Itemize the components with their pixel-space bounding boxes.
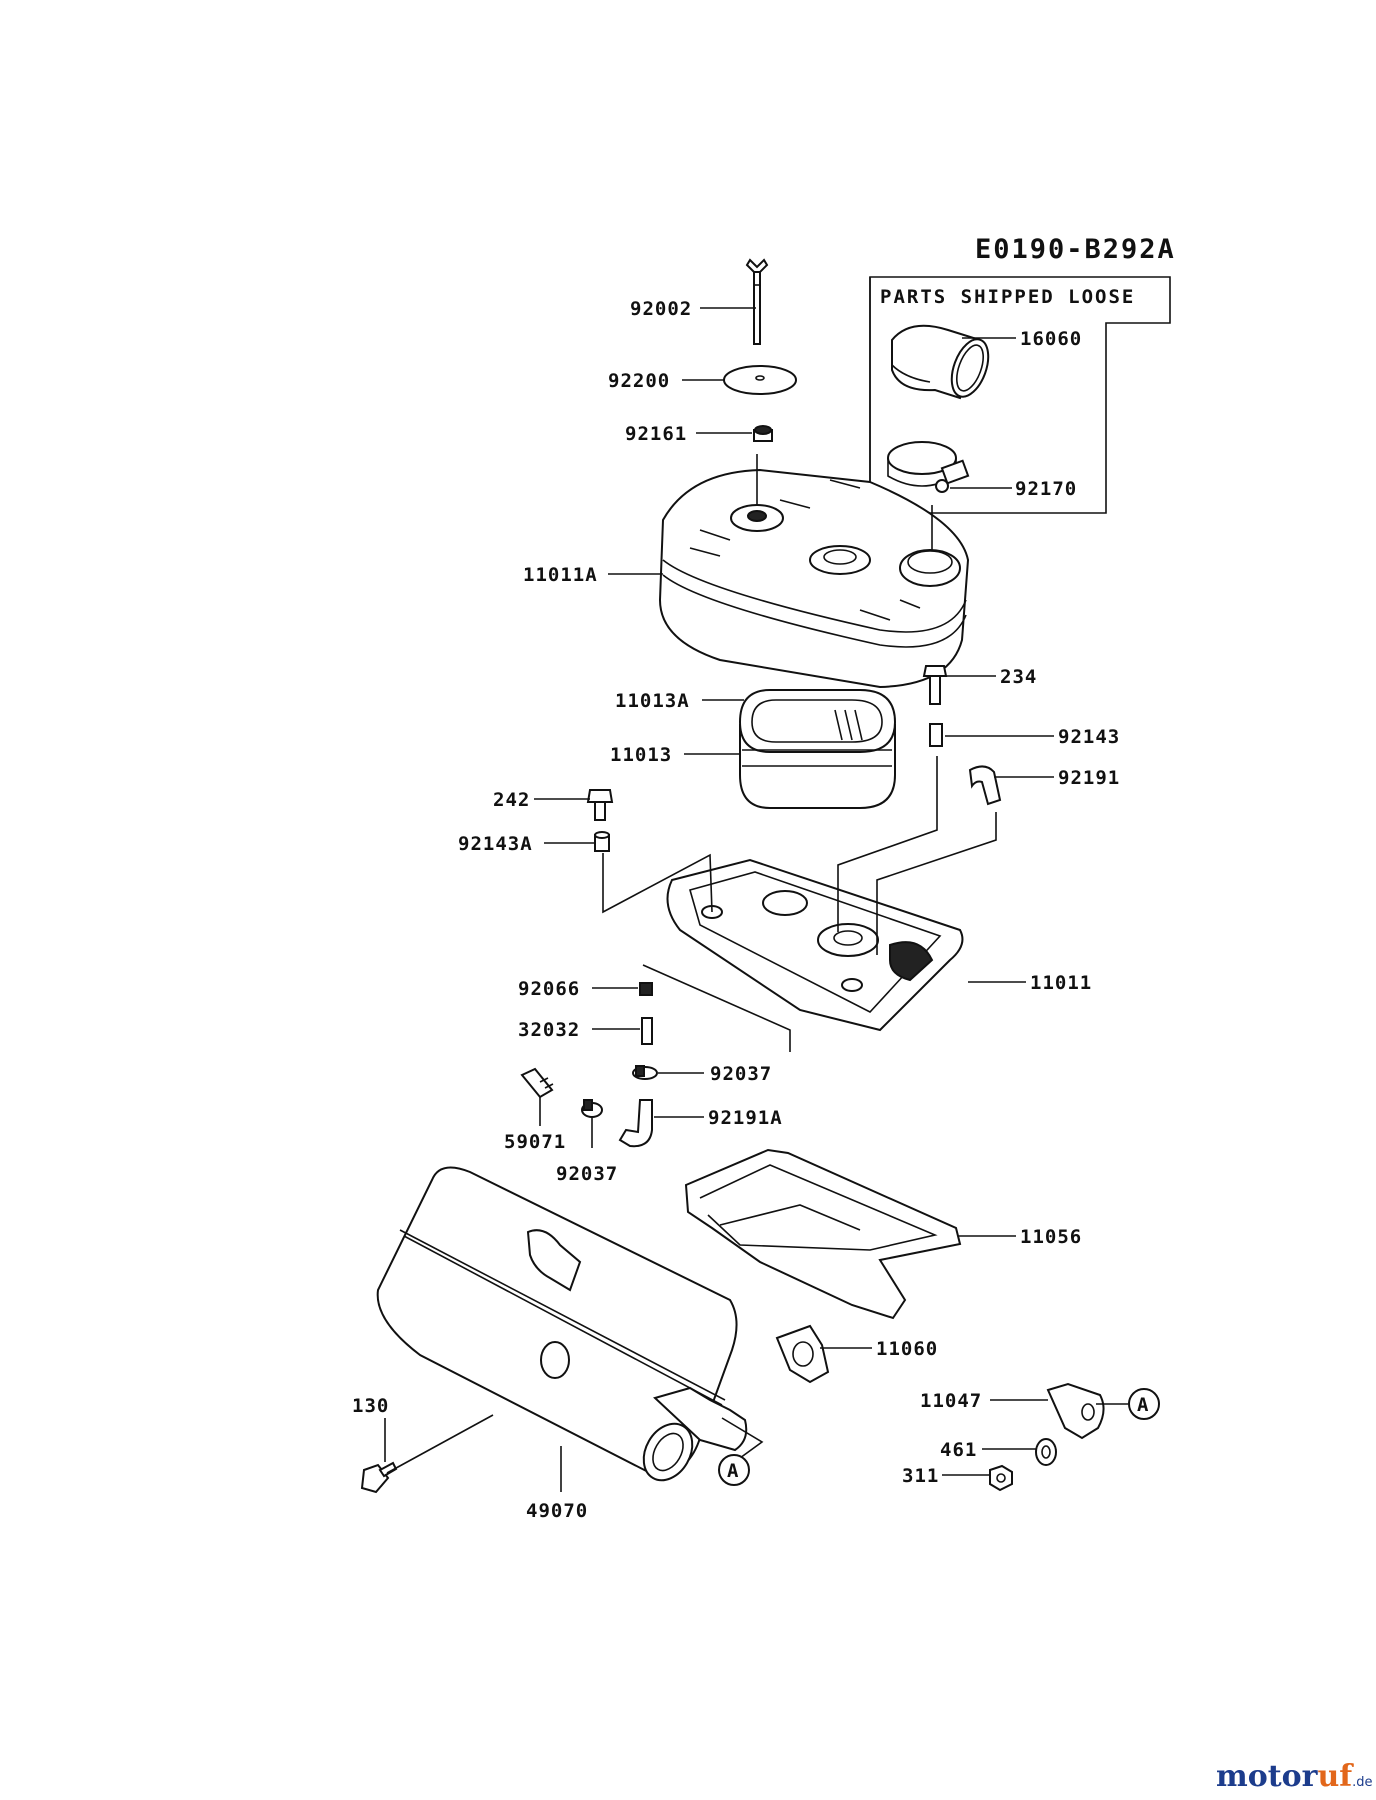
callout-92037-lower: 92037 xyxy=(556,1163,618,1185)
hose-clamp-part xyxy=(887,441,970,493)
callout-92143: 92143 xyxy=(1058,726,1120,748)
reference-marker-a-right: A xyxy=(1128,1388,1160,1420)
breather-hose-part xyxy=(968,765,1002,806)
lock-washer-part xyxy=(1035,1438,1057,1466)
callout-92002: 92002 xyxy=(630,298,692,320)
callout-130: 130 xyxy=(352,1395,389,1417)
callout-11013A: 11013A xyxy=(615,690,690,712)
callout-92170: 92170 xyxy=(1015,478,1077,500)
bracket-part xyxy=(1046,1382,1105,1440)
bolt-242-part xyxy=(586,789,614,821)
grommet-part xyxy=(753,425,773,442)
reference-marker-label: A xyxy=(1137,1394,1149,1416)
hose-92191A-part xyxy=(618,1099,653,1148)
callout-11056: 11056 xyxy=(1020,1226,1082,1248)
callout-311: 311 xyxy=(902,1465,939,1487)
callout-59071: 59071 xyxy=(504,1131,566,1153)
reference-marker-a-left: A xyxy=(718,1454,750,1486)
air-cleaner-cover-part xyxy=(658,468,970,689)
air-cleaner-base-part xyxy=(666,858,964,1032)
reference-marker-label: A xyxy=(727,1460,739,1482)
callout-11011A: 11011A xyxy=(523,564,598,586)
leader-lines xyxy=(384,307,1128,1492)
collar-92143-part xyxy=(929,723,943,747)
callout-461: 461 xyxy=(940,1439,977,1461)
muffler-part xyxy=(376,1166,748,1482)
callout-92037-upper: 92037 xyxy=(710,1063,772,1085)
fitting-59071-part xyxy=(520,1067,554,1099)
nut-part xyxy=(989,1464,1013,1492)
callout-92143A: 92143A xyxy=(458,833,533,855)
callout-234: 234 xyxy=(1000,666,1037,688)
callout-11047: 11047 xyxy=(920,1390,982,1412)
callout-92161: 92161 xyxy=(625,423,687,445)
diagram-code: E0190-B292A xyxy=(975,234,1176,265)
callout-92191: 92191 xyxy=(1058,767,1120,789)
clamp-92037-lower-part xyxy=(581,1099,603,1118)
air-filter-part xyxy=(738,689,897,809)
collar-92143A-part xyxy=(594,831,610,852)
watermark-logo: motoruf.de xyxy=(1216,1759,1373,1794)
watermark-text: motoruf.de xyxy=(1216,1759,1373,1794)
heat-shield-part xyxy=(684,1148,962,1320)
callout-11011: 11011 xyxy=(1030,972,1092,994)
bolt-234-part xyxy=(922,665,948,705)
callout-92066: 92066 xyxy=(518,978,580,1000)
washer-plate-part xyxy=(723,365,797,395)
elbow-part xyxy=(891,324,990,400)
callout-11060: 11060 xyxy=(876,1338,938,1360)
callout-92191A: 92191A xyxy=(708,1107,783,1129)
clamp-92037-upper-part xyxy=(632,1065,658,1080)
pipe-32032-part xyxy=(641,1017,653,1045)
callout-16060: 16060 xyxy=(1020,328,1082,350)
wing-bolt-part xyxy=(745,258,769,345)
plug-92066-part xyxy=(639,982,653,996)
callout-11013: 11013 xyxy=(610,744,672,766)
bolt-130-part xyxy=(360,1461,398,1494)
gasket-part xyxy=(775,1324,830,1384)
callout-32032: 32032 xyxy=(518,1019,580,1041)
loose-parts-title: PARTS SHIPPED LOOSE xyxy=(880,286,1135,308)
callout-49070: 49070 xyxy=(526,1500,588,1522)
callout-labels: 92002 92200 92161 11011A 16060 92170 234… xyxy=(352,298,1120,1522)
callout-242: 242 xyxy=(493,789,530,811)
callout-92200: 92200 xyxy=(608,370,670,392)
